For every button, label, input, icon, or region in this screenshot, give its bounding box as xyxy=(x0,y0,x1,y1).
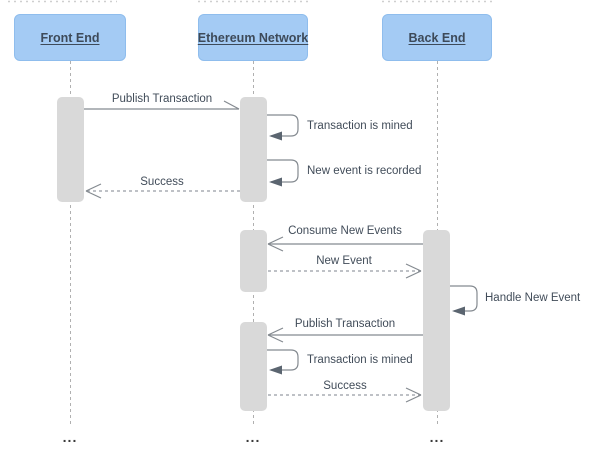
arrow-success-2 xyxy=(268,387,422,403)
label-transaction-is-mined-1: Transaction is mined xyxy=(307,120,413,132)
activation-frontend xyxy=(57,97,84,202)
continuation-frontend: ... xyxy=(62,429,78,445)
activation-backend xyxy=(423,230,450,411)
arrow-success-1 xyxy=(85,183,240,199)
label-publish-transaction-2: Publish Transaction xyxy=(294,318,396,330)
arrow-transaction-is-mined-2 xyxy=(267,349,299,375)
label-handle-new-event: Handle New Event xyxy=(485,292,581,304)
label-new-event-is-recorded: New event is recorded xyxy=(307,165,422,177)
label-success-1: Success xyxy=(140,176,184,188)
actor-ethereum-network: Ethereum Network xyxy=(198,14,308,61)
label-consume-new-events: Consume New Events xyxy=(288,225,402,237)
arrow-transaction-is-mined-1 xyxy=(267,114,299,141)
actor-back-end-label: Back End xyxy=(408,30,466,45)
label-publish-transaction-1: Publish Transaction xyxy=(111,93,213,105)
arrow-consume-new-events xyxy=(267,236,423,252)
continuation-ethereum: ... xyxy=(245,429,261,445)
label-success-2: Success xyxy=(323,380,367,392)
activation-ethereum-2 xyxy=(240,230,267,292)
activation-ethereum-3 xyxy=(240,322,267,411)
activation-ethereum-1 xyxy=(240,97,267,202)
arrow-publish-transaction-1 xyxy=(84,100,240,110)
arrow-publish-transaction-2 xyxy=(267,327,423,343)
arrow-new-event xyxy=(268,263,422,279)
actor-back-end: Back End xyxy=(382,14,492,61)
arrow-handle-new-event xyxy=(450,285,478,316)
label-new-event: New Event xyxy=(316,255,372,267)
actor-front-end-label: Front End xyxy=(40,30,100,45)
actor-front-end: Front End xyxy=(14,14,126,61)
actor-ethereum-network-label: Ethereum Network xyxy=(197,30,309,45)
label-transaction-is-mined-2: Transaction is mined xyxy=(307,354,413,366)
continuation-backend: ... xyxy=(429,429,445,445)
arrow-new-event-is-recorded xyxy=(267,159,299,187)
